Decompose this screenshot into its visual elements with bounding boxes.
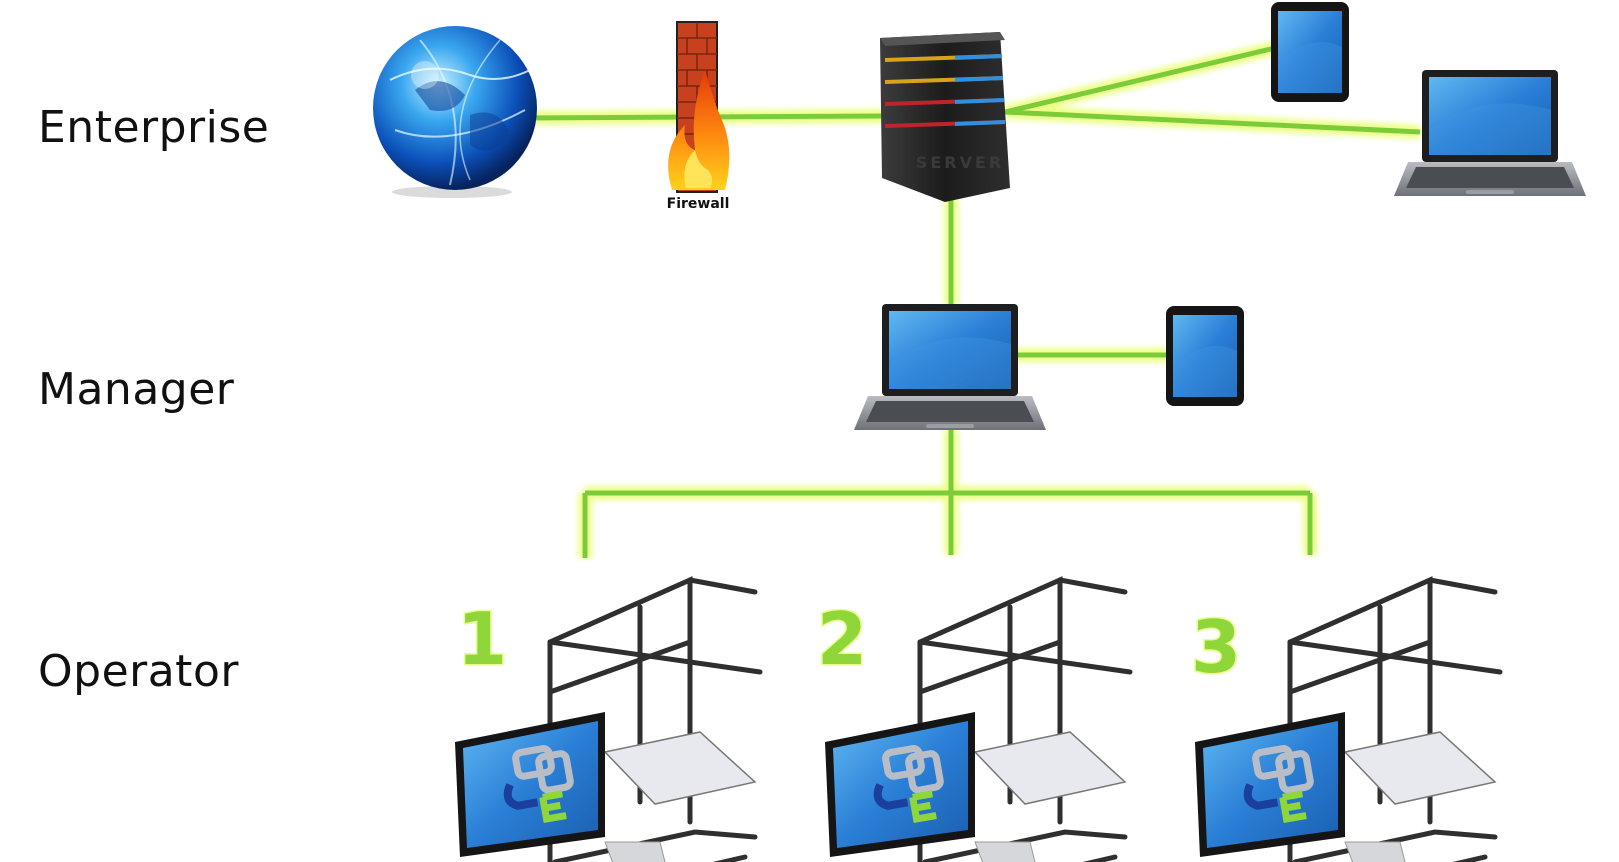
- tier-label-operator: Operator: [38, 646, 239, 697]
- server-icon: SERVER: [880, 32, 1010, 202]
- laptop-icon: [854, 304, 1046, 430]
- station-number-2: 2: [817, 597, 867, 681]
- firewall-label: Firewall: [667, 196, 730, 212]
- tier-label-manager: Manager: [38, 364, 235, 415]
- station-number-1: 1: [457, 597, 507, 681]
- workstation-icon: [825, 580, 1130, 862]
- laptop-icon: [1394, 70, 1586, 196]
- tier-label-enterprise: Enterprise: [38, 102, 270, 153]
- globe-icon: [373, 26, 537, 198]
- network-links: [519, 41, 1421, 558]
- tablet-icon: [1271, 2, 1349, 102]
- tablet-icon: [1166, 306, 1244, 406]
- station-number-3: 3: [1191, 605, 1241, 689]
- server-label: SERVER: [916, 153, 1004, 172]
- firewall-icon: Firewall: [667, 21, 730, 212]
